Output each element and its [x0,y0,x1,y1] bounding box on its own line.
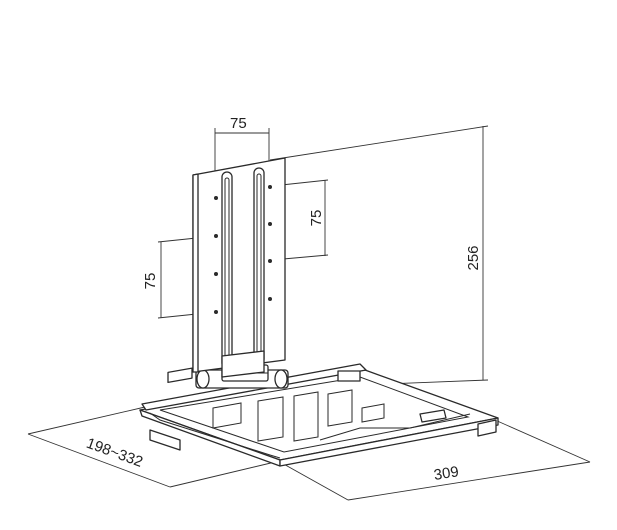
dim-top-spacing: 75 [230,115,247,132]
dim-depth: 198~332 [84,435,145,471]
vertical-plate [192,157,286,378]
dim-right-spacing: 75 [308,210,325,227]
dim-width: 309 [433,463,460,484]
base-tray [139,363,499,467]
dim-left-spacing: 75 [142,273,159,290]
dim-height: 256 [465,245,482,270]
mounting-holes [214,185,272,314]
